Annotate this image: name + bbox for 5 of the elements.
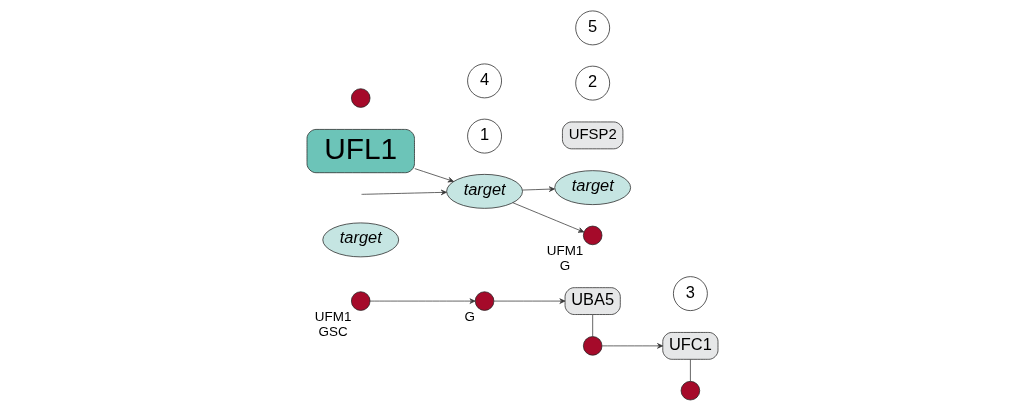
node-label: GSC	[318, 324, 348, 340]
node-label: G	[559, 258, 571, 274]
node-label: UFM1	[314, 309, 352, 325]
node-label: UFM1	[546, 243, 584, 259]
node-label: G	[464, 309, 475, 325]
